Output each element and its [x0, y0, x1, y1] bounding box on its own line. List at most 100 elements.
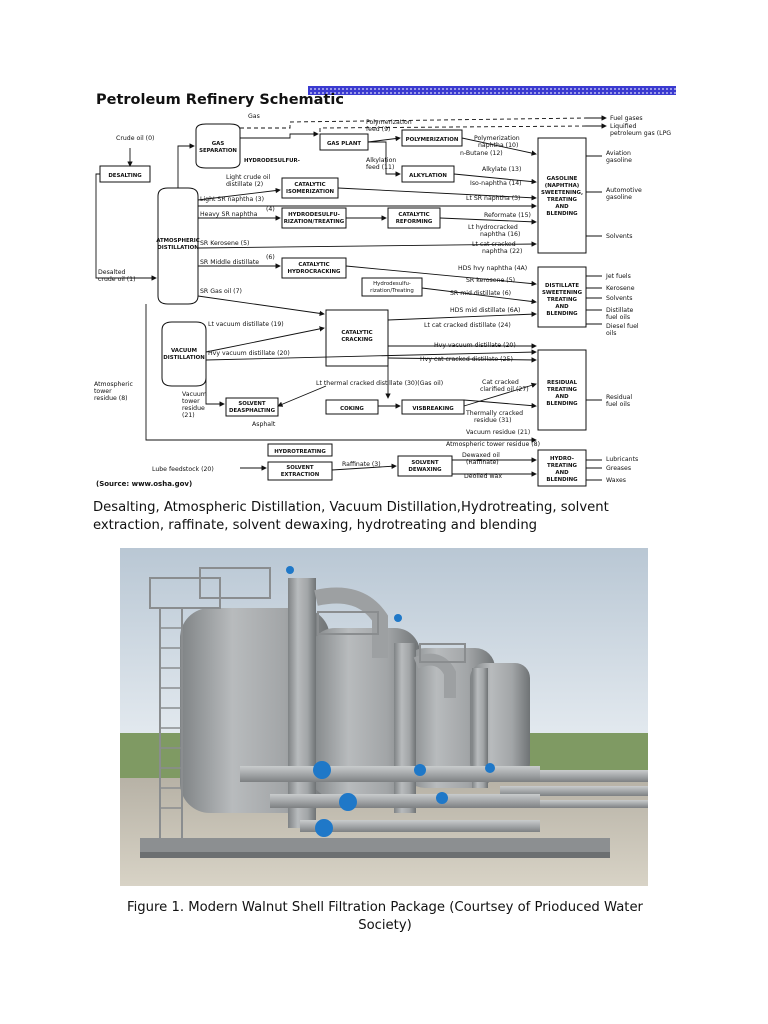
stream-sr-mid-out: SR mid distillate (6): [450, 290, 511, 297]
stream-n-butane: n-Butane (12): [460, 150, 503, 157]
unit-gasoline-5: AND: [555, 204, 569, 210]
stream-alky-feed-1: Alkylation: [366, 157, 396, 164]
stream-lt-vacuum: Lt vacuum distillate (19): [208, 321, 284, 328]
figure-caption: Figure 1. Modern Walnut Shell Filtration…: [127, 900, 643, 933]
stream-atm-resid-2: tower: [94, 388, 112, 395]
unit-solvext-1: SOLVENT: [286, 465, 314, 471]
stream-light-crude-1: Light crude oil: [226, 174, 270, 181]
unit-residual-3: AND: [555, 394, 569, 400]
schematic-title: Petroleum Refinery Schematic: [96, 92, 344, 108]
unit-vac-dist-1: VACUUM: [171, 348, 197, 354]
stream-gas: Gas: [248, 113, 260, 120]
stream-lt-hydrocracked-2: naphtha (16): [480, 231, 520, 238]
stream-lt-cat-cracked-1: Lt cat cracked: [472, 241, 516, 248]
stream-atm-resid-1: Atmospheric: [94, 381, 134, 388]
stream-hds-hvy-naphtha: HDS hvy naphtha (4A): [458, 265, 527, 272]
stream-sr-kerosene-out: SR kerosene (5): [466, 277, 515, 284]
stream-light-crude-2: distillate (2): [226, 181, 263, 188]
product-automotive-2: gasoline: [606, 194, 632, 201]
stream-poly-naphtha-1: Polymerization: [474, 135, 520, 142]
product-jet-fuels: Jet fuels: [605, 273, 631, 280]
unit-residual-4: BLENDING: [546, 401, 578, 407]
unit-hds-2: RIZATION/TREATING: [284, 219, 345, 225]
schematic-source: (Source: www.osha.gov): [96, 480, 192, 488]
stream-vac-resid-2: tower: [182, 398, 200, 405]
product-aviation-2: gasoline: [606, 157, 632, 164]
unit-visbreaking: VISBREAKING: [412, 406, 454, 412]
stream-clarified-2: clarified oil (27): [480, 386, 529, 393]
product-solvents-1: Solvents: [606, 233, 632, 240]
unit-gas-plant: GAS PLANT: [327, 141, 361, 147]
stream-lt-hydrocracked-1: Lt hydrocracked: [468, 224, 518, 231]
unit-hydroblend-3: AND: [555, 470, 569, 476]
unit-hds2-2: rization/Treating: [370, 288, 414, 294]
stream-sr-middle-num: (6): [266, 254, 275, 261]
stream-lt-sr-naphtha: Lt SR naphtha (3): [466, 195, 520, 202]
unit-distillate-1: DISTILLATE: [545, 283, 579, 289]
unit-catcrack-2: CRACKING: [341, 337, 373, 343]
product-solvents-2: Solvents: [606, 295, 632, 302]
product-diesel-1: Diesel fuel: [606, 323, 639, 330]
unit-deasph-2: DEASPHALTING: [229, 408, 276, 414]
stream-thermal-resid-1: Thermally cracked: [465, 410, 523, 417]
stream-crude-oil: Crude oil (0): [116, 135, 154, 142]
stream-hvy-vacuum: Hvy vacuum distillate (20): [208, 350, 290, 357]
stream-hvy-vacuum-out: Hvy vacuum distillate (20): [434, 342, 516, 349]
unit-distillate-2: SWEETENING: [542, 290, 583, 296]
unit-vac-dist-2: DISTILLATION: [163, 355, 205, 361]
product-lpg-1: Liquified: [610, 123, 636, 130]
product-lubricants: Lubricants: [606, 456, 638, 463]
title-banner: [308, 86, 676, 95]
stream-light-sr-naphtha: Light SR naphtha (3): [200, 196, 264, 203]
stream-poly-feed-1: Polymerization: [366, 119, 412, 126]
product-diesel-2: oils: [606, 330, 616, 337]
stream-asphalt: Asphalt: [252, 421, 276, 428]
unit-gas-sep-1: GAS: [212, 141, 225, 147]
stream-vacuum-residue: Vacuum residue (21): [466, 429, 530, 436]
unit-catcrack-1: CATALYTIC: [341, 330, 372, 336]
unit-cat-isom-2: ISOMERIZATION: [286, 189, 335, 195]
unit-gasoline-2: (NAPHTHA): [545, 183, 579, 189]
unit-hydrocrack-1: CATALYTIC: [298, 262, 329, 268]
product-residual-fuel-2: fuel oils: [606, 401, 630, 408]
unit-gasoline-1: GASOLINE: [547, 176, 578, 182]
unit-reform-1: CATALYTIC: [398, 212, 429, 218]
stream-atm-resid-3: residue (8): [94, 395, 128, 402]
unit-desalting: DESALTING: [108, 173, 142, 179]
stream-sr-middle: SR Middle distillate: [200, 259, 259, 266]
unit-gasoline-3: SWEETENING,: [541, 190, 583, 196]
stream-desalted-1: Desalted: [98, 269, 126, 276]
unit-hydroblend-4: BLENDING: [546, 477, 578, 483]
stream-dewaxed-1: Dewaxed oil: [462, 452, 500, 459]
unit-gasoline-4: TREATING: [547, 197, 577, 203]
stream-clarified-1: Cat cracked: [482, 379, 519, 386]
unit-residual-1: RESIDUAL: [547, 380, 578, 386]
stream-deoiled-wax: Deoiled wax: [464, 473, 502, 480]
unit-hydrotreating: HYDROTREATING: [274, 449, 326, 455]
product-distillate-fuel-1: Distillate: [606, 307, 634, 314]
unit-atm-dist-1: ATMOSPHERIC: [156, 238, 200, 244]
stream-sr-gas-oil: SR Gas oil (7): [200, 288, 242, 295]
stream-vac-resid-1: Vacuum: [182, 391, 207, 398]
stream-lube-feedstock: Lube feedstock (20): [152, 466, 214, 473]
stream-raffinate: Raffinate (3): [342, 461, 381, 468]
unit-hds-1: HYDRODESULFU-: [288, 212, 340, 218]
unit-distillate-4: AND: [555, 304, 569, 310]
product-lpg-2: petroleum gas (LPG: [610, 130, 671, 137]
unit-residual-2: TREATING: [547, 387, 577, 393]
stream-desalted-2: crude oil (1): [98, 276, 136, 283]
unit-atm-dist-2: DISTILLATION: [157, 245, 199, 251]
stream-lt-cat-cracked-dist: Lt cat cracked distillate (24): [424, 322, 511, 329]
unit-alkylation: ALKYLATION: [409, 173, 447, 179]
unit-solvext-2: EXTRACTION: [281, 472, 320, 478]
stream-iso-naphtha: Iso-naphtha (14): [470, 180, 522, 187]
unit-hds2-1: Hydrodesulfu-: [373, 281, 411, 287]
stream-thermal-resid-2: residue (31): [474, 417, 511, 424]
filtration-package-photo: [120, 548, 648, 886]
stream-heavy-sr-naphtha-num: (4): [266, 206, 275, 213]
stream-lt-cat-cracked-2: naphtha (22): [482, 248, 522, 255]
stream-sr-kerosene: SR Kerosene (5): [200, 240, 249, 247]
stream-alkylate: Alkylate (13): [482, 166, 521, 173]
product-fuel-gases: Fuel gases: [610, 115, 643, 122]
stream-atm-resid-out: Atmospheric tower residue (8): [446, 441, 540, 448]
